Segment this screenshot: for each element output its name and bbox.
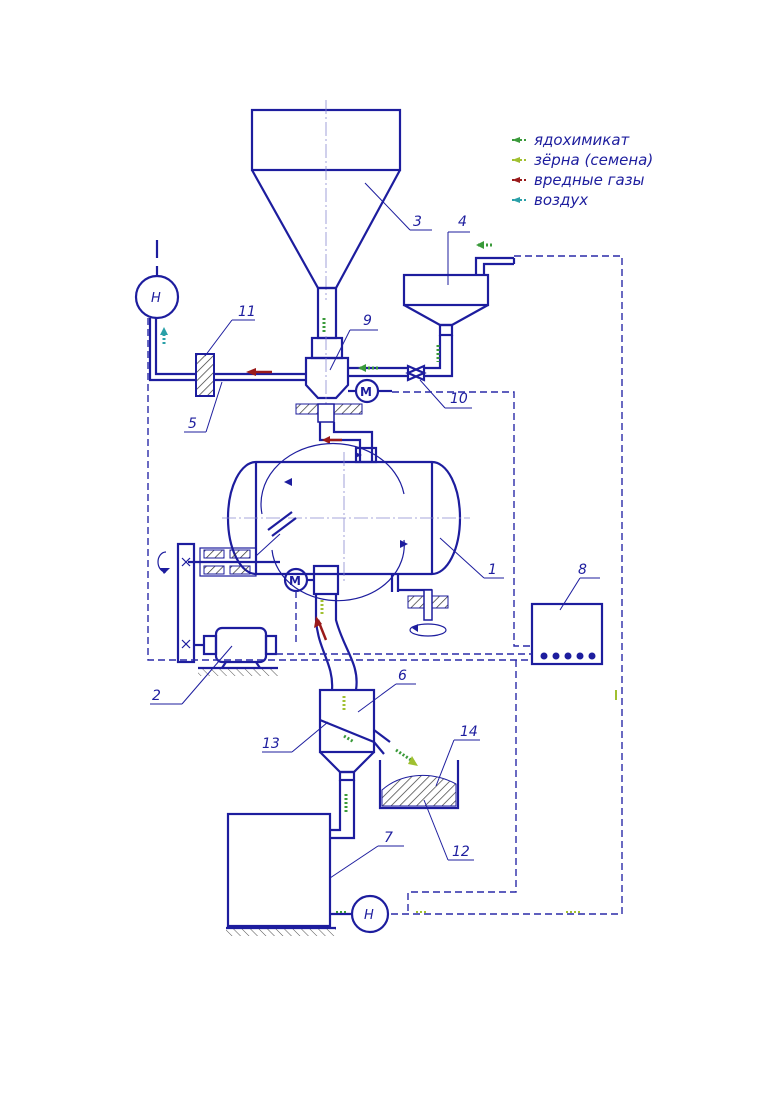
legend-item-pesticide: ядохимикат	[512, 131, 631, 149]
outlet-chute	[314, 566, 357, 690]
treated-seed-pipe	[330, 780, 354, 838]
drive-motor: 2	[150, 628, 278, 704]
support-frame-top	[296, 404, 362, 422]
return-pump: H	[330, 896, 388, 932]
pump-label-1: H	[151, 291, 161, 306]
pump-label-2: H	[364, 908, 374, 923]
waste-bin: 14 12	[380, 724, 480, 860]
label-5: 5	[188, 416, 197, 432]
drum-support	[392, 574, 448, 636]
motor-label-2: M	[289, 574, 301, 588]
legend-label-grain: зёрна (семена)	[534, 151, 653, 169]
pesticide-line	[348, 364, 408, 376]
legend-label-pesticide: ядохимикат	[534, 131, 631, 149]
label-6: 6	[398, 668, 407, 684]
receiver-container: 7	[226, 814, 404, 936]
feed-chute	[320, 422, 376, 462]
exhaust-fan: H	[136, 240, 178, 318]
legend: ядохимикат зёрна (семена) вредные газы в…	[512, 131, 653, 209]
label-7: 7	[384, 830, 393, 846]
label-8: 8	[578, 562, 587, 578]
label-12: 12	[452, 844, 470, 860]
drum-drive	[158, 534, 280, 662]
label-4: 4	[458, 214, 467, 230]
valve: 10	[408, 366, 472, 408]
label-11: 11	[238, 304, 256, 320]
motor-drum-outlet: M	[285, 569, 314, 591]
motor-label-1: M	[360, 385, 372, 399]
label-9: 9	[363, 313, 372, 329]
motor-dosing: M	[348, 380, 392, 402]
label-13: 13	[262, 736, 280, 752]
cyclone-separator: 6 13	[262, 668, 418, 780]
label-1: 1	[488, 562, 497, 578]
pesticide-tank: 4	[404, 214, 514, 376]
gas-filter: 11	[150, 304, 256, 396]
control-panel: 8	[532, 562, 602, 664]
label-3: 3	[413, 214, 422, 230]
legend-label-air: воздух	[534, 191, 588, 209]
label-14: 14	[460, 724, 478, 740]
treatment-drum: 1	[222, 444, 504, 601]
label-2: 2	[152, 688, 161, 704]
legend-item-grain: зёрна (семена)	[512, 151, 653, 169]
legend-item-harmful-gases: вредные газы	[512, 171, 645, 189]
label-10: 10	[450, 391, 468, 407]
legend-item-air: воздух	[512, 191, 588, 209]
legend-label-harmful-gases: вредные газы	[534, 171, 645, 189]
